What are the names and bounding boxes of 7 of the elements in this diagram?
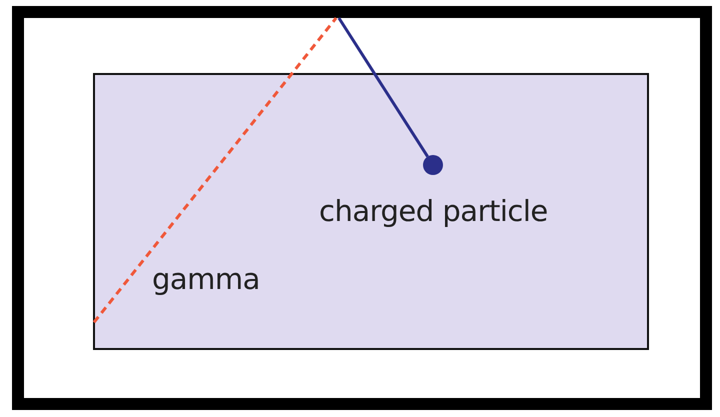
- particle-track: [338, 17, 429, 158]
- detector-volume: [93, 73, 649, 350]
- particle-dot: [423, 155, 443, 175]
- detector-frame: [12, 6, 712, 410]
- gamma-track: [92, 17, 338, 324]
- track-label: gamma: [152, 265, 260, 294]
- particle-label: charged particle: [319, 197, 548, 226]
